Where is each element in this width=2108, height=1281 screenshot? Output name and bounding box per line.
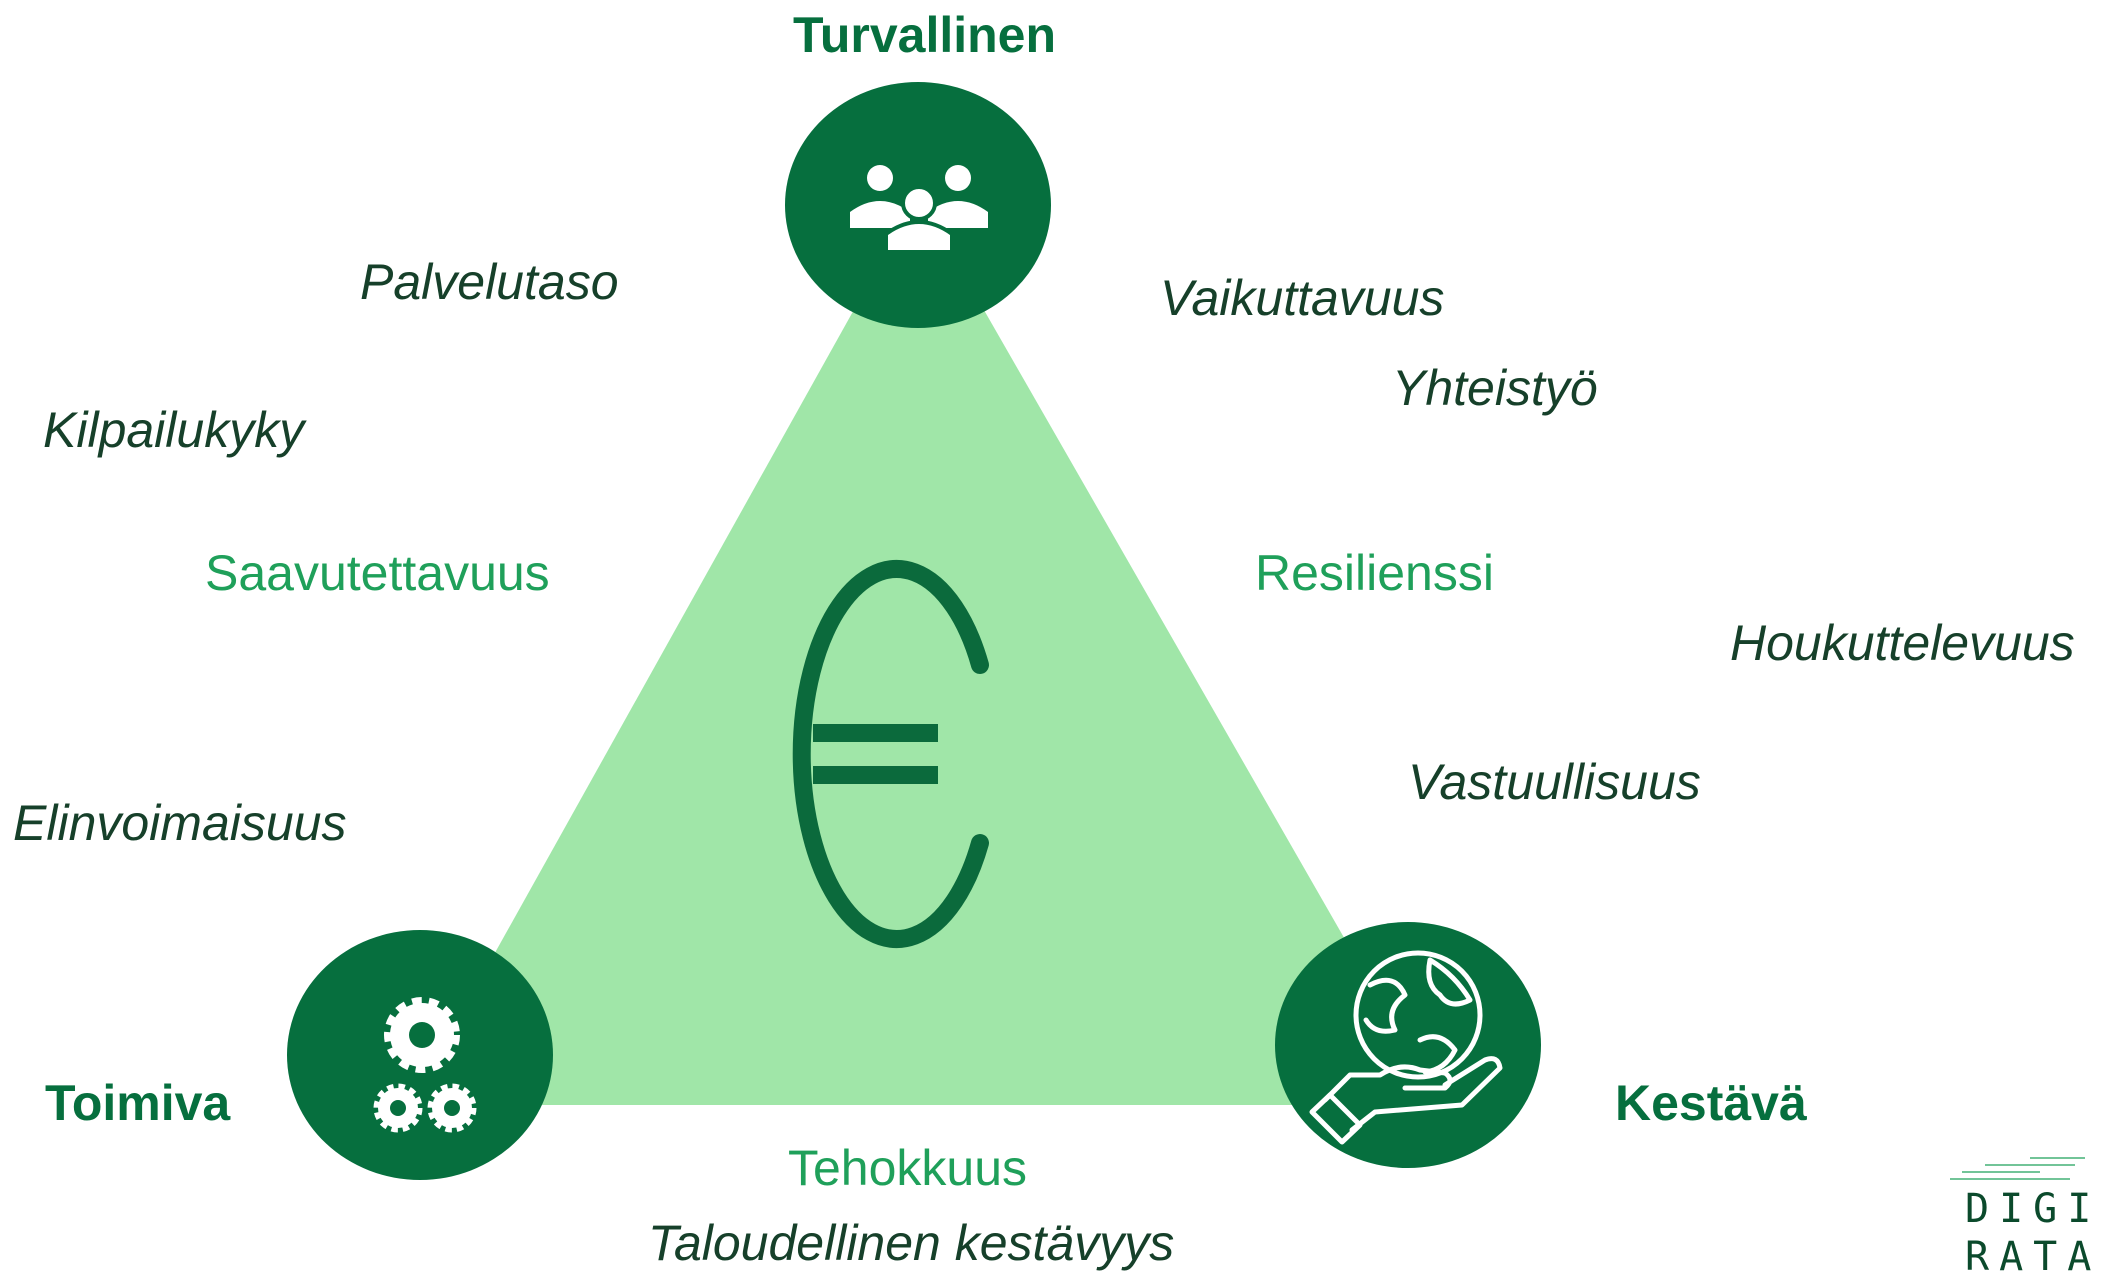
term-elinvoimaisuus: Elinvoimaisuus [13,795,347,851]
term-taloudellinen-kestavyys: Taloudellinen kestävyys [648,1215,1175,1271]
corner-label-left: Toimiva [45,1075,231,1131]
globe-in-hand-icon [1309,950,1503,1145]
term-tehokkuus: Tehokkuus [788,1140,1028,1196]
term-vastuullisuus: Vastuullisuus [1408,754,1701,810]
term-houkuttelevuus: Houkuttelevuus [1730,615,2075,671]
term-saavutettavuus: Saavutettavuus [205,545,550,601]
people-group-icon [850,165,988,254]
corner-label-right: Kestävä [1615,1075,1807,1131]
logo-decoration [1950,1157,2085,1180]
logo-line-2: RATA [1965,1234,2102,1280]
corner-label-top: Turvallinen [793,7,1057,63]
logo-line-1: DIGI [1965,1186,2102,1232]
digirata-logo: DIGI RATA [1965,1185,2101,1281]
triangle [410,195,1440,1105]
term-yhteistyo: Yhteistyö [1392,360,1598,416]
term-palvelutaso: Palvelutaso [360,254,619,310]
term-resilienssi: Resilienssi [1255,545,1494,601]
euro-icon [792,560,989,948]
right-circle [1275,922,1541,1168]
gears-icon [373,997,477,1133]
term-vaikuttavuus: Vaikuttavuus [1160,270,1445,326]
term-kilpailukyky: Kilpailukyky [43,402,305,458]
